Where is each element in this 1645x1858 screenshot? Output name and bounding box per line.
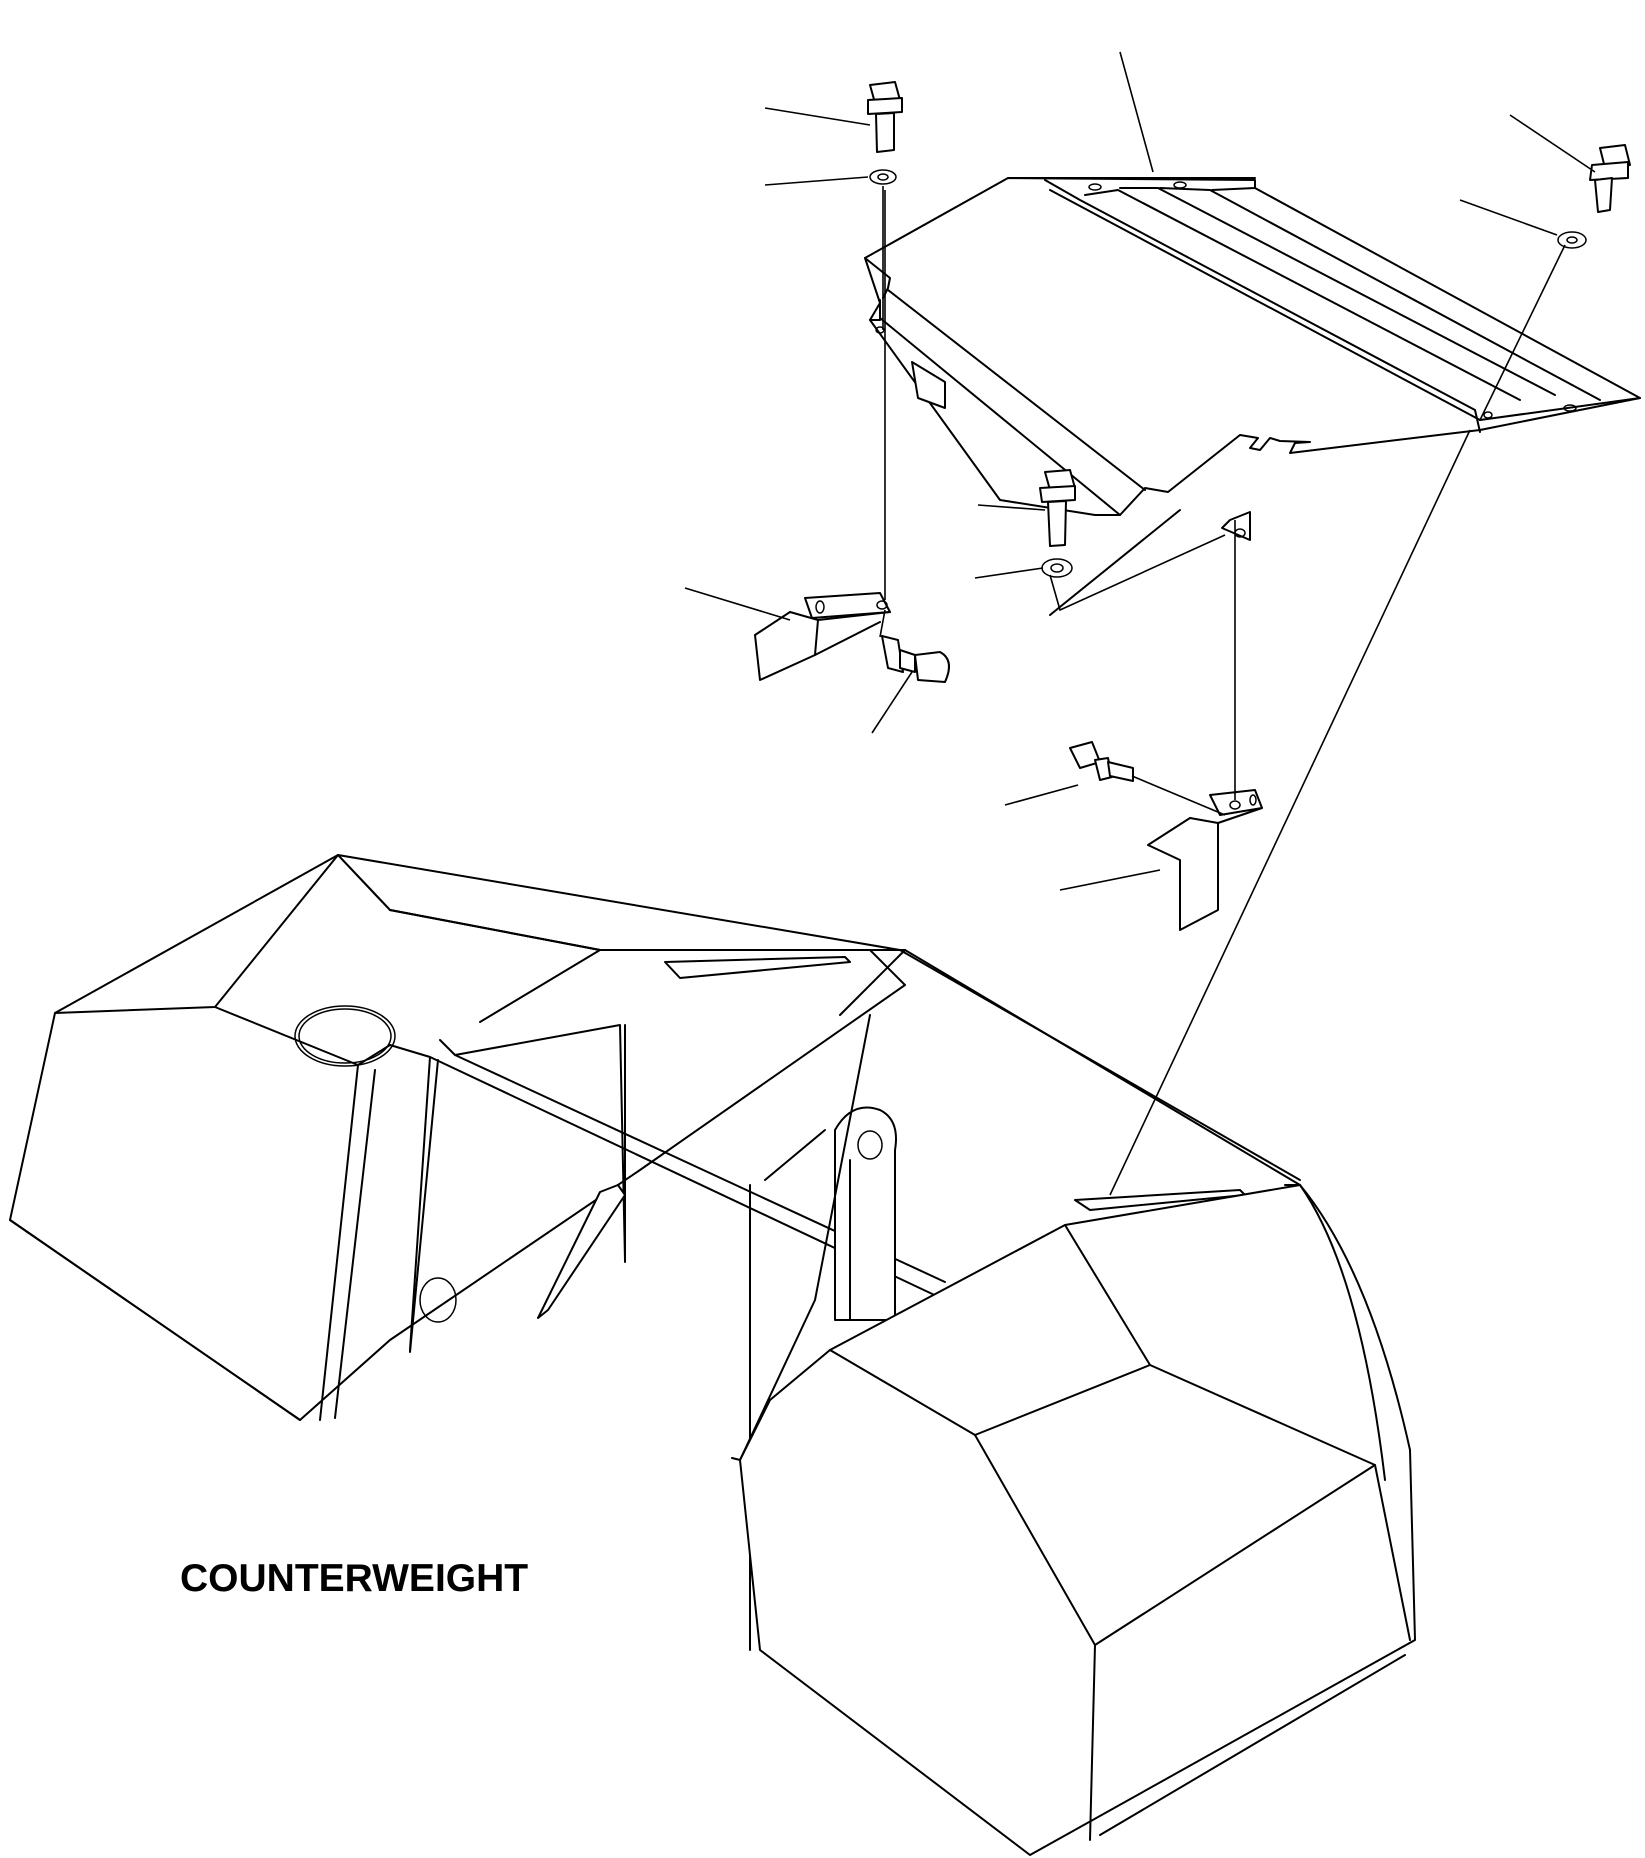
cover-plate xyxy=(864,177,1641,516)
bolt-horizontal-right xyxy=(1069,741,1226,816)
washer-top-right xyxy=(1557,231,1587,249)
left-weight-block xyxy=(9,854,906,1421)
bracket-wedge xyxy=(537,1184,626,1319)
lifting-eye xyxy=(834,1106,897,1321)
bolt-middle xyxy=(1039,469,1076,547)
washer-middle xyxy=(1041,558,1073,578)
right-weight-block xyxy=(739,1184,1416,1856)
bracket-right xyxy=(1147,520,1263,931)
bolt-horizontal-left xyxy=(879,609,950,683)
cover-assembly xyxy=(864,177,1641,616)
washer-top-left xyxy=(869,169,897,185)
counterweight-body xyxy=(9,854,1416,1856)
lifting-hole-left xyxy=(419,1277,457,1323)
callout-leaders xyxy=(684,51,1596,891)
bolt-top-right xyxy=(1589,144,1631,213)
bracket-left xyxy=(754,190,891,681)
filler-cap xyxy=(294,1005,396,1067)
bolt-top-left xyxy=(867,81,903,153)
diagram-caption: COUNTERWEIGHT xyxy=(180,1557,529,1600)
mounting-plate-left xyxy=(664,956,851,979)
